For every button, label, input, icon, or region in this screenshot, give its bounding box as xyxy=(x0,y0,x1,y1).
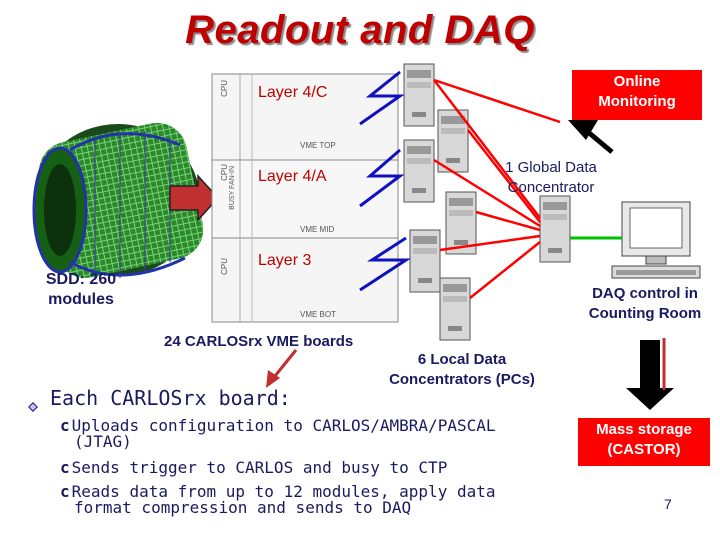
online-monitoring-box: Online Monitoring xyxy=(572,70,702,120)
crate3-vme-text: VME BOT xyxy=(300,310,337,319)
gdc-to-monitoring-arrow xyxy=(568,120,614,154)
layer-3-label: Layer 3 xyxy=(258,252,312,269)
bullet-glyph: c xyxy=(60,416,70,435)
crate-to-ldc-links xyxy=(359,70,412,292)
ldc-caption: 6 Local Data Concentrators (PCs) xyxy=(389,351,535,388)
vme-crates xyxy=(211,73,399,323)
crate2-vme-text: VME MID xyxy=(300,225,335,234)
crate1-cpu-text: CPU xyxy=(220,80,229,97)
layer-4a-label: Layer 4/A xyxy=(258,168,327,185)
daq-control-label: DAQ control in Counting Room xyxy=(588,285,702,322)
sdd-detector-image xyxy=(32,122,204,280)
caption-to-crates-arrow xyxy=(266,349,298,388)
mass-storage-box: Mass storage (CASTOR) xyxy=(578,418,710,466)
sdd-label: SDD: 260 modules xyxy=(45,271,117,308)
daq-to-mass-storage-arrow xyxy=(626,338,674,410)
crate1-vme-text: VME TOP xyxy=(300,141,336,150)
layer-4c-label: Layer 4/C xyxy=(258,84,328,101)
ldc-pcs xyxy=(403,63,477,341)
crate2-busy-text: BUSY FAN-IN xyxy=(229,166,236,210)
bullet-title: Each CARLOSrx board: xyxy=(50,386,291,410)
main-bullet xyxy=(28,402,38,412)
gdc-pc xyxy=(539,195,571,263)
bullet-glyph: c xyxy=(60,482,70,501)
ldc-to-gdc-links xyxy=(433,78,561,299)
page-number: 7 xyxy=(664,496,672,512)
detector-to-crate-arrow xyxy=(169,174,220,222)
slide-title: Readout and DAQ xyxy=(185,8,535,52)
bullet-glyph: c xyxy=(60,458,70,477)
daq-control-workstation xyxy=(611,201,701,279)
crates-caption: 24 CARLOSrx VME boards xyxy=(164,333,354,350)
crate3-cpu-text: CPU xyxy=(220,258,229,275)
gdc-label: 1 Global Data Concentrator xyxy=(505,159,597,196)
